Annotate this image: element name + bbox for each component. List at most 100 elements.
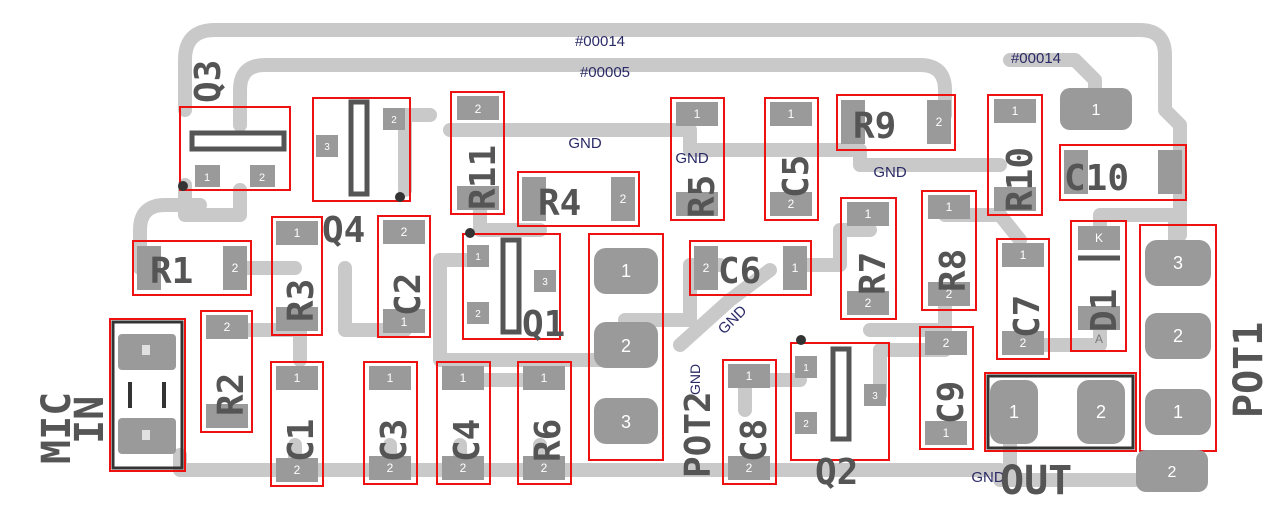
r4-pad-2 [611,177,635,221]
d1-pin-a: A [1095,332,1103,346]
component-r4[interactable]: 2 R4 [517,171,640,227]
c9-pad-2 [925,331,967,355]
r2-pad-1 [206,404,248,428]
c10-label: C10 [1064,158,1129,199]
r4-pin-2: 2 [620,192,627,206]
pot2-pad-2 [594,322,658,368]
c6-outline [689,240,812,296]
component-d1[interactable]: K A D1 [1070,220,1127,352]
d1-label: D1 [1084,289,1125,332]
component-out[interactable]: 1 2 OUT [984,372,1137,504]
mic-label-line1: MIC [34,392,80,464]
component-r10[interactable]: 1 R10 [987,94,1043,216]
r8-pad-1 [928,195,970,219]
pot2-pin-2: 2 [621,336,631,356]
q1-body [500,237,522,335]
component-r8[interactable]: 1 2 R8 [921,190,977,311]
component-r3[interactable]: 1 R3 [271,216,323,336]
pad-bottom-right[interactable]: 2 [1136,450,1208,492]
component-c7[interactable]: 1 2 C7 [996,238,1050,360]
top-right-pad [1060,88,1132,130]
trace-gnd-diag [673,263,777,352]
r5-outline [670,97,725,221]
mic-pad-1-mark [142,345,150,355]
c2-pin-2: 2 [401,225,408,239]
component-q2[interactable]: 1 2 3 Q2 [790,335,890,493]
c3-pad-1 [369,366,411,390]
component-r1[interactable]: 2 R1 [132,240,252,296]
c7-pad-1 [1002,243,1044,267]
component-c3[interactable]: 1 2 C3 [363,361,418,485]
c3-pin-2: 2 [387,461,394,475]
trace-net-00005 [233,58,952,132]
q4-pad-2 [383,108,405,130]
component-r2[interactable]: 2 R2 [200,310,253,433]
component-c5[interactable]: 1 2 C5 [764,97,819,221]
r11-outline [450,91,505,215]
r3-label: R3 [281,279,322,322]
component-c9[interactable]: 2 1 C9 [919,326,974,450]
r4-label: R4 [538,183,581,224]
r4-outline [517,171,640,227]
mic-pad-2-mark [142,430,150,440]
q1-outline [462,233,561,340]
component-q1[interactable]: 1 2 3 Q1 [462,228,565,345]
component-c1[interactable]: 1 2 C1 [270,361,324,487]
r2-outline [200,310,253,433]
r3-pad-1 [276,221,318,245]
r8-pin-2: 2 [946,287,953,301]
component-c4[interactable]: 1 2 C4 [436,361,491,485]
r7-label: R7 [853,252,894,295]
component-q4[interactable]: 2 3 Q4 [312,97,411,251]
q2-pad-2 [795,412,817,434]
component-r6[interactable]: 1 2 R6 [517,361,572,485]
r10-pin-1: 1 [1012,104,1019,118]
pot2-outline [588,233,664,461]
pad-top-right[interactable]: 1 [1060,88,1132,130]
component-pot1[interactable]: 3 2 1 POT1 [1139,224,1272,452]
c2-label: C2 [388,273,429,316]
component-pot2[interactable]: 1 2 3 POT2 [588,233,719,478]
pot2-pin-3: 3 [621,412,631,432]
c4-outline [436,361,491,485]
r8-pin-1: 1 [946,200,953,214]
top-right-pad-pin: 1 [1092,102,1101,119]
c7-pin-2: 2 [1020,336,1027,350]
component-r11[interactable]: 2 R11 [450,91,505,215]
component-mic-in[interactable]: MIC IN [34,318,186,472]
component-r7[interactable]: 1 2 R7 [840,197,897,320]
c4-pad-1 [442,366,484,390]
q2-label: Q2 [815,452,858,493]
component-r9[interactable]: 2 R9 [836,94,956,151]
d1-pad-k [1078,226,1120,250]
trace-c7-d1 [1013,323,1107,352]
q3-pin-2: 2 [259,172,265,184]
component-q3[interactable]: 1 2 Q3 [178,60,291,191]
c6-pad-2 [694,246,718,290]
q4-outline [312,97,411,202]
pot1-pin-1: 1 [1173,402,1183,422]
c1-pad-1 [276,366,318,390]
q3-outline [179,106,291,191]
trace-q1-pot2 [433,253,627,367]
r2-pad-2 [206,315,248,339]
c4-pad-2 [442,456,484,480]
q2-body [830,346,852,442]
net-label-00014-right: #00014 [1011,50,1061,67]
trace-r1-left [133,198,207,275]
c1-pin-2: 2 [294,463,301,477]
component-c10[interactable]: C10 [1059,144,1187,201]
component-c8[interactable]: 1 2 C8 [722,359,777,485]
q2-pad-3 [864,384,886,406]
c9-pin-1: 1 [943,426,950,440]
component-r5[interactable]: 1 R5 [670,97,725,221]
trace-gnd-top [443,123,1007,172]
c10-pad-1 [1064,150,1088,194]
r8-label: R8 [933,249,974,292]
component-c2[interactable]: 2 1 C2 [377,215,431,338]
q3-pin-1: 1 [204,172,210,184]
component-c6[interactable]: 2 1 C6 [689,240,812,296]
r11-label: R11 [463,145,504,210]
trace-bottom-gnd [173,448,1177,487]
r8-outline [921,190,977,311]
